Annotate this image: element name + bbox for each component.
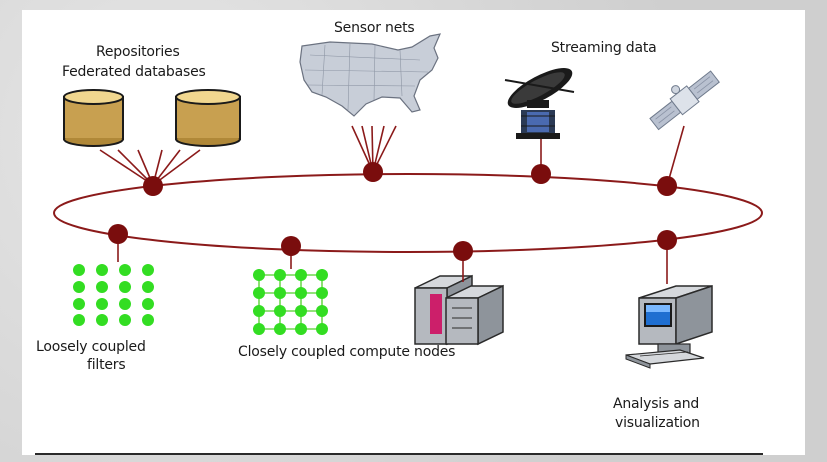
network-ring (53, 173, 763, 253)
label-analysis: Analysis and (613, 396, 700, 412)
ring-node (108, 224, 128, 244)
us-map-icon (299, 33, 442, 117)
mesh-grid-icon (253, 269, 328, 335)
ring-node (453, 241, 473, 261)
workstation-icon (625, 284, 713, 369)
label-closely-coupled: Closely coupled compute nodes (238, 344, 456, 360)
ring-node (531, 164, 551, 184)
satellite-connector (666, 125, 685, 187)
server-icon (414, 274, 504, 346)
ring-node (657, 176, 677, 196)
database-icon (175, 89, 241, 147)
ring-node (281, 236, 301, 256)
label-visualization: visualization (615, 415, 700, 431)
satellite-dish-icon (504, 68, 575, 139)
label-federated-databases: Federated databases (62, 64, 206, 80)
database-icon (63, 89, 124, 147)
label-sensor-nets: Sensor nets (334, 20, 415, 36)
satellite-icon (649, 70, 720, 131)
label-filters: filters (87, 357, 126, 373)
filter-grid-icon (73, 264, 154, 326)
label-streaming-data: Streaming data (551, 40, 657, 56)
ring-node (143, 176, 163, 196)
label-loosely-coupled: Loosely coupled (36, 339, 146, 355)
ring-node (363, 162, 383, 182)
label-repositories: Repositories (96, 44, 180, 60)
bottom-rule (35, 453, 763, 455)
ring-node (657, 230, 677, 250)
